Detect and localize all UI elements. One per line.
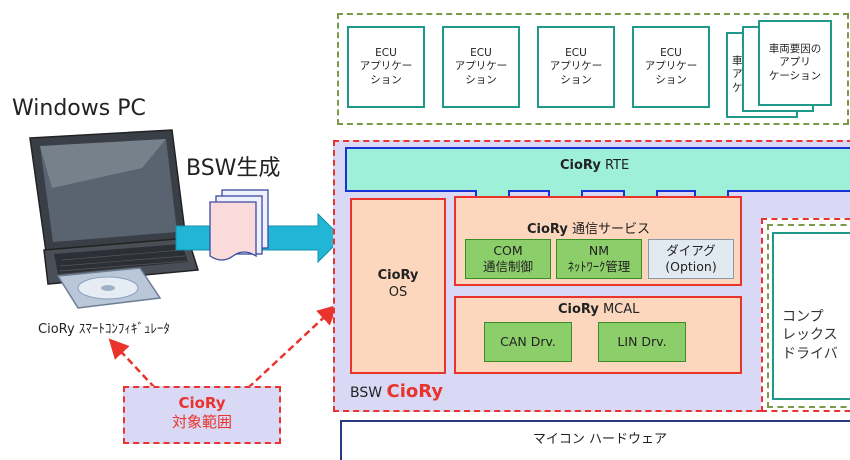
laptop-illustration — [29, 129, 199, 309]
mcal-brand: CioRy — [558, 302, 599, 317]
rte-name: RTE — [604, 158, 630, 173]
hardware-label: マイコン ハードウェア — [532, 432, 668, 447]
document-stack-icon — [209, 189, 269, 261]
diag-box: ダイアグ (Option) — [648, 239, 734, 279]
complex-driver-box: コンプ レックス ドライバ — [772, 232, 850, 400]
ecu-application-box-2: ECU アプリケー ション — [442, 26, 520, 108]
application-layer-frame — [337, 13, 849, 125]
bsw-generation-arrow — [175, 189, 343, 264]
bsw-label: BSW CioRy — [350, 381, 443, 402]
os-brand: CioRy — [377, 268, 419, 283]
ecu-application-box-1: ECU アプリケー ション — [347, 26, 425, 108]
ecu-application-box-3: ECU アプリケー ション — [537, 26, 615, 108]
hardware-box: マイコン ハードウェア — [340, 420, 850, 460]
vehicle-application-box: 車両要因の アプリ ケーション — [758, 20, 832, 106]
os-box: CioRy OS — [350, 198, 446, 374]
can-driver-box: CAN Drv. — [484, 322, 572, 362]
scope-box: CioRy 対象範囲 — [123, 386, 281, 444]
nm-box: NM ﾈｯﾄﾜｰｸ管理 — [556, 239, 642, 279]
complex-driver-label: コンプ レックス ドライバ — [782, 309, 838, 362]
windows-pc-title: Windows PC — [12, 96, 146, 121]
rte-label: CioRy RTE — [560, 158, 629, 173]
configurator-label: CioRy ｽﾏｰﾄｺﾝﾌｨｷﾞｭﾚｰﾀ — [38, 318, 170, 337]
os-name: OS — [388, 284, 408, 300]
bsw-generate-label: BSW生成 — [186, 156, 281, 181]
complex-driver-frame — [761, 218, 850, 412]
scope-label: 対象範囲 — [171, 412, 232, 431]
complex-driver-inner-frame — [767, 224, 850, 408]
comm-services-label: CioRy 通信サービス — [527, 218, 650, 237]
scope-pointer-arrows — [108, 304, 338, 389]
configurator-name: ｽﾏｰﾄｺﾝﾌｨｷﾞｭﾚｰﾀ — [78, 322, 170, 337]
mcal-name: MCAL — [602, 302, 640, 317]
comm-brand: CioRy — [527, 222, 568, 237]
rte-brand: CioRy — [560, 158, 601, 173]
bsw-brand: CioRy — [386, 381, 444, 402]
com-box: COM 通信制御 — [465, 239, 551, 279]
ecu-application-box-4: ECU アプリケー ション — [632, 26, 710, 108]
configurator-brand: CioRy — [38, 322, 75, 337]
bsw-prefix: BSW — [350, 385, 383, 401]
lin-driver-box: LIN Drv. — [598, 322, 686, 362]
scope-brand: CioRy — [178, 394, 226, 412]
mcal-label: CioRy MCAL — [558, 302, 639, 317]
comm-name: 通信サービス — [571, 222, 650, 237]
